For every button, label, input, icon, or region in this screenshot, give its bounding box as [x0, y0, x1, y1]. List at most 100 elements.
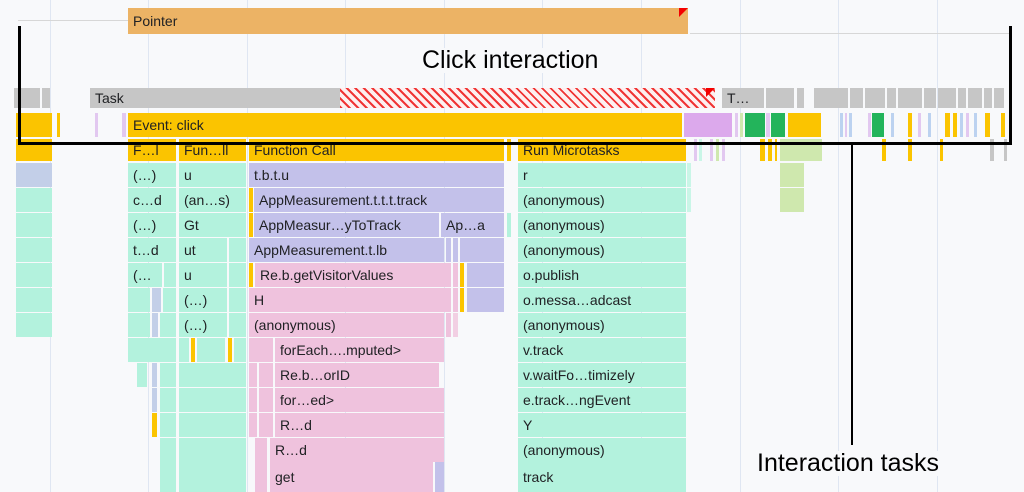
flamechart-entry[interactable] — [255, 462, 267, 492]
flamechart-entry-e-track-ngevent[interactable]: e.track…ngEvent — [518, 388, 686, 412]
flamechart-entry[interactable] — [16, 288, 52, 312]
flamechart-entry[interactable] — [768, 139, 772, 161]
flamechart-entry[interactable] — [788, 113, 821, 137]
flamechart-entry[interactable] — [694, 139, 697, 161]
flamechart-entry[interactable] — [128, 313, 150, 337]
flamechart-entry[interactable] — [710, 139, 713, 161]
flamechart-entry[interactable] — [467, 288, 504, 312]
flamechart-entry[interactable] — [760, 139, 765, 161]
flamechart-entry[interactable] — [249, 413, 257, 437]
flamechart-entry-re-b-getvisitorvalues[interactable]: Re.b.getVisitorValues — [255, 263, 451, 287]
flamechart-entry[interactable] — [179, 462, 246, 492]
flamechart-entry[interactable] — [898, 88, 922, 108]
flamechart-entry[interactable] — [699, 139, 702, 161]
flamechart-entry-t-d[interactable]: t…d — [128, 238, 176, 262]
flamechart-entry[interactable] — [122, 113, 126, 137]
flamechart-entry[interactable] — [953, 113, 957, 137]
flamechart-entry[interactable] — [179, 338, 189, 362]
flamechart-entry[interactable] — [249, 338, 273, 362]
flamechart-entry[interactable] — [128, 338, 176, 362]
flamechart-entry[interactable] — [966, 113, 969, 137]
flamechart-entry[interactable] — [152, 313, 158, 337]
flamechart-entry[interactable] — [453, 238, 458, 262]
flamechart-entry[interactable] — [249, 188, 253, 212]
flamechart-entry[interactable] — [924, 88, 936, 108]
flamechart-entry-anonymous[interactable]: (anonymous) — [518, 188, 686, 212]
flamechart-entry-v-waitfo-timizely[interactable]: v.waitFo…timizely — [518, 363, 686, 387]
flamechart-entry[interactable] — [918, 113, 921, 137]
flamechart-entry[interactable] — [1001, 113, 1005, 137]
flamechart-entry[interactable] — [968, 88, 982, 108]
flamechart-entry[interactable] — [467, 263, 504, 287]
flamechart-entry[interactable] — [722, 139, 725, 161]
flamechart-entry-r[interactable]: r — [518, 163, 686, 187]
flamechart-entry-appmeasur-ytotrack[interactable]: AppMeasur…yToTrack — [254, 213, 439, 237]
flamechart-entry-h[interactable]: H — [249, 288, 451, 312]
flamechart-entry[interactable] — [255, 438, 267, 462]
flamechart-entry[interactable] — [797, 88, 804, 108]
flamechart-entry[interactable] — [994, 88, 1004, 108]
flamechart-entry[interactable] — [249, 363, 257, 387]
flamechart-entry[interactable] — [766, 113, 770, 137]
flamechart-entry[interactable] — [249, 388, 257, 412]
flamechart-entry[interactable] — [259, 388, 273, 412]
flamechart-entry-[interactable]: (… — [128, 263, 162, 287]
flamechart-entry[interactable] — [453, 313, 458, 337]
flamechart-entry-[interactable]: (…) — [179, 313, 227, 337]
flamechart-entry[interactable] — [16, 163, 52, 187]
flamechart-entry[interactable] — [16, 313, 52, 337]
flamechart-entry[interactable] — [940, 139, 943, 161]
flamechart-entry[interactable] — [160, 413, 176, 437]
flamechart-entry[interactable] — [179, 413, 246, 437]
flamechart-entry[interactable] — [908, 139, 912, 161]
flamechart-entry[interactable] — [766, 88, 794, 108]
flamechart-entry[interactable] — [446, 313, 451, 337]
flamechart-entry[interactable] — [740, 113, 743, 137]
flamechart-entry[interactable] — [164, 263, 176, 287]
flamechart-entry[interactable] — [16, 213, 52, 237]
flamechart-entry[interactable] — [249, 263, 253, 287]
flamechart-entry[interactable] — [865, 88, 885, 108]
flamechart-entry[interactable] — [735, 113, 738, 137]
flamechart-entry[interactable] — [95, 113, 98, 137]
flamechart-entry[interactable] — [152, 363, 157, 387]
flamechart-entry-get[interactable]: get — [270, 462, 433, 492]
flamechart-entry[interactable] — [16, 188, 52, 212]
flamechart-entry-u[interactable]: u — [179, 263, 227, 287]
flamechart-entry[interactable] — [179, 438, 246, 462]
flamechart-entry[interactable] — [684, 113, 732, 137]
flamechart-entry-appmeasurement-t-t-t-track[interactable]: AppMeasurement.t.t.t.track — [254, 188, 504, 212]
flamechart-entry[interactable] — [814, 88, 848, 108]
flamechart-entry-appmeasurement-t-lb[interactable]: AppMeasurement.t.lb — [249, 238, 444, 262]
flamechart-entry[interactable] — [160, 462, 176, 492]
flamechart-entry-for-ed[interactable]: for…ed> — [275, 388, 444, 412]
flamechart-entry[interactable] — [990, 139, 994, 161]
flamechart-entry[interactable] — [160, 363, 176, 387]
flamechart-entry-re-b-orid[interactable]: Re.b…orID — [275, 363, 439, 387]
flamechart-entry-o-messa-adcast[interactable]: o.messa…adcast — [518, 288, 686, 312]
flamechart-entry-foreach-mputed[interactable]: forEach….mputed> — [275, 338, 444, 362]
flamechart-entry-anonymous[interactable]: (anonymous) — [518, 213, 686, 237]
flamechart-entry[interactable] — [780, 163, 804, 187]
flamechart-entry-[interactable]: (…) — [128, 213, 176, 237]
flamechart-entry[interactable] — [453, 263, 458, 287]
flamechart-entry[interactable] — [16, 113, 52, 137]
flamechart-entry[interactable] — [687, 188, 691, 212]
flamechart-entry[interactable] — [435, 462, 444, 492]
flamechart-entry[interactable] — [128, 288, 150, 312]
flamechart-entry[interactable] — [57, 113, 60, 137]
flamechart-entry-an-s[interactable]: (an…s) — [179, 188, 246, 212]
flamechart-entry-r-d[interactable]: R…d — [270, 438, 444, 462]
flamechart-entry[interactable] — [928, 113, 931, 137]
flamechart-entry[interactable] — [460, 263, 464, 287]
flamechart-entry[interactable] — [259, 413, 273, 437]
flamechart-entry[interactable] — [882, 139, 886, 161]
flamechart-entry[interactable] — [687, 163, 691, 187]
flamechart-entry-anonymous[interactable]: (anonymous) — [249, 313, 444, 337]
flamechart-entry[interactable] — [938, 88, 956, 108]
flamechart-entry[interactable] — [197, 338, 225, 362]
flamechart-entry[interactable] — [849, 113, 852, 137]
flamechart-entry-r-d[interactable]: R…d — [275, 413, 444, 437]
flamechart-entry[interactable] — [868, 113, 871, 137]
flamechart-entry-track[interactable]: track — [518, 462, 686, 492]
